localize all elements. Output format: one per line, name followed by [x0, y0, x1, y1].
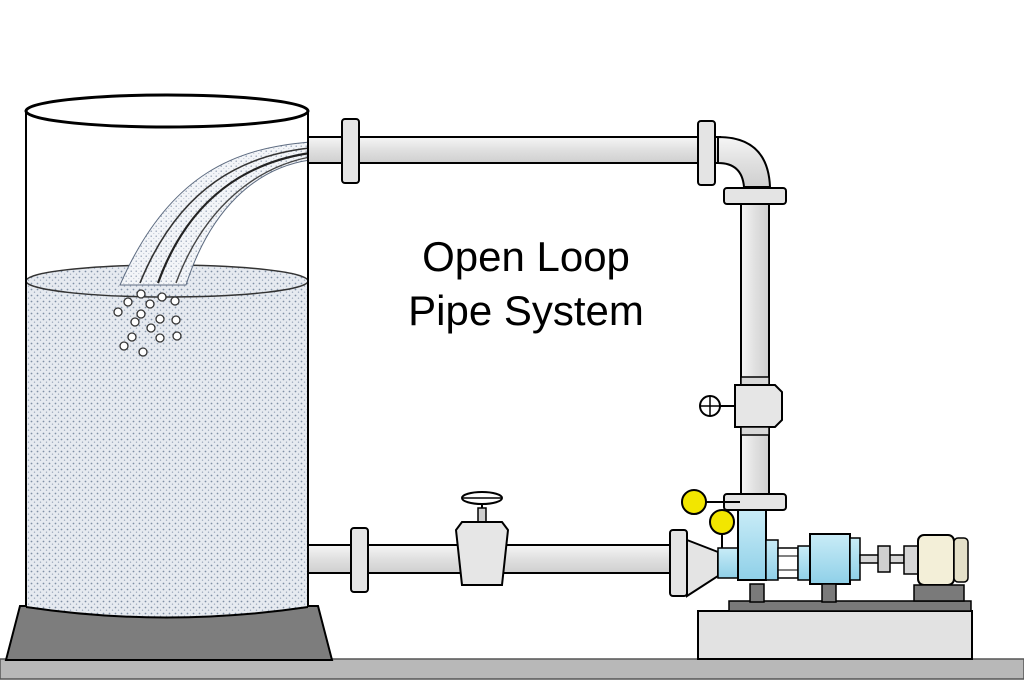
diagram-title-line1: Open Loop [422, 233, 630, 280]
globe-valve [699, 376, 783, 436]
shaft-coupling [859, 545, 905, 573]
water-discharge [119, 141, 311, 286]
diagram-title-line2: Pipe System [408, 287, 644, 334]
motor [903, 534, 969, 602]
flange [723, 187, 787, 205]
flange [669, 529, 688, 597]
pressure-gauge [681, 489, 740, 515]
air-bubbles [113, 289, 182, 357]
valve-handwheel-icon [461, 491, 503, 505]
pump-baseplate [728, 600, 972, 612]
flange [350, 527, 369, 593]
ground [0, 658, 1024, 680]
valve-handwheel-icon [699, 395, 721, 417]
gate-valve [454, 491, 510, 586]
flange [697, 120, 716, 186]
centrifugal-pump [717, 509, 861, 603]
flange [341, 118, 360, 184]
pump-inlet-reducer [686, 538, 719, 598]
pressure-gauge [709, 509, 735, 548]
pump-foundation [697, 610, 973, 660]
